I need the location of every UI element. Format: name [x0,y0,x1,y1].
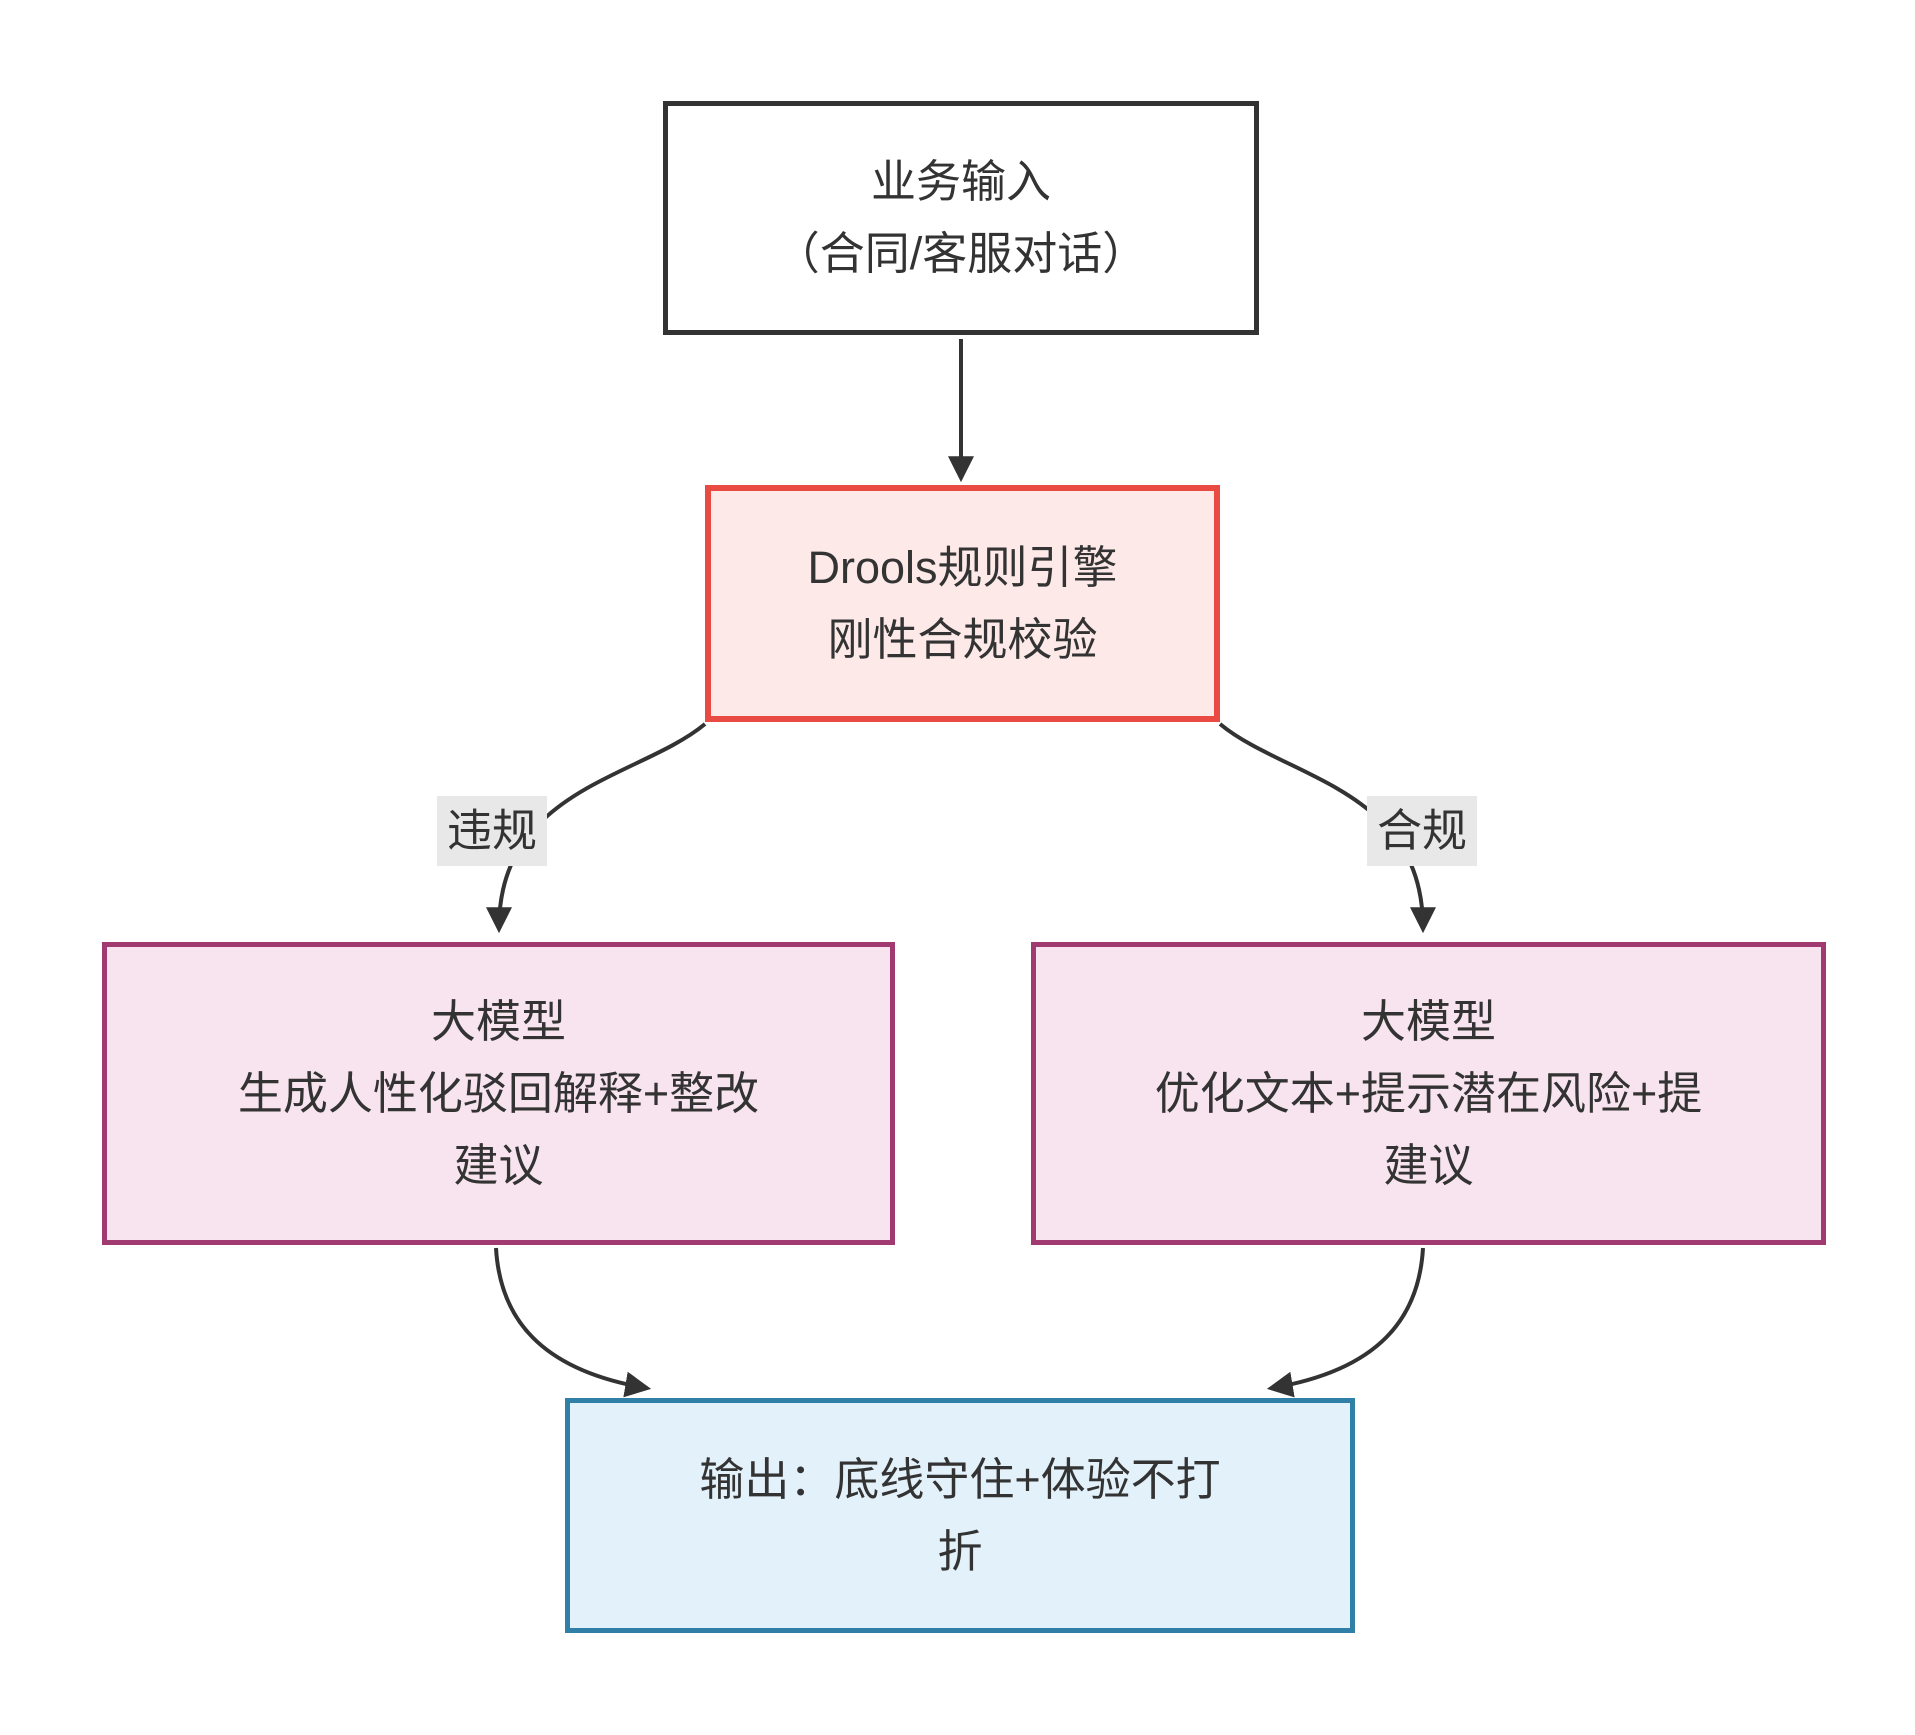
node-llm-optimize-line3: 建议 [1383,1139,1474,1191]
node-llm-rejection-line3: 建议 [453,1139,544,1191]
node-llm-rejection-line1: 大模型 [430,995,566,1047]
node-llm-rejection-explain: 大模型 生成人性化驳回解释+整改 建议 [102,942,895,1245]
node-business-input-line2: （合同/客服对话） [774,228,1148,279]
node-llm-optimize-line2: 优化文本+提示潜在风险+提 [1154,1067,1703,1119]
edge-label-compliant: 合规 [1366,796,1478,866]
edge-drools-to-llm-optimize [1218,722,1436,934]
node-llm-optimize-text: 大模型 优化文本+提示潜在风险+提 建议 [1031,942,1826,1245]
edge-label-violation: 违规 [436,796,548,866]
edge-llm-optimize-to-output [1266,1247,1425,1398]
node-output: 输出：底线守住+体验不打 折 [565,1398,1355,1633]
node-drools-rule-engine: Drools规则引擎 刚性合规校验 [705,485,1220,722]
node-llm-optimize-line1: 大模型 [1360,995,1496,1047]
node-drools-line1: Drools规则引擎 [807,541,1118,593]
node-output-line2: 折 [937,1525,983,1577]
node-business-input-line1: 业务输入 [870,156,1051,207]
node-business-input: 业务输入 （合同/客服对话） [663,101,1259,335]
node-output-line1: 输出：底线守住+体验不打 [699,1453,1221,1505]
node-drools-line2: 刚性合规校验 [827,613,1098,665]
edge-drools-to-llm-reject [486,722,707,934]
edge-llm-reject-to-output [494,1247,652,1398]
node-llm-rejection-line2: 生成人性化驳回解释+整改 [237,1067,760,1119]
